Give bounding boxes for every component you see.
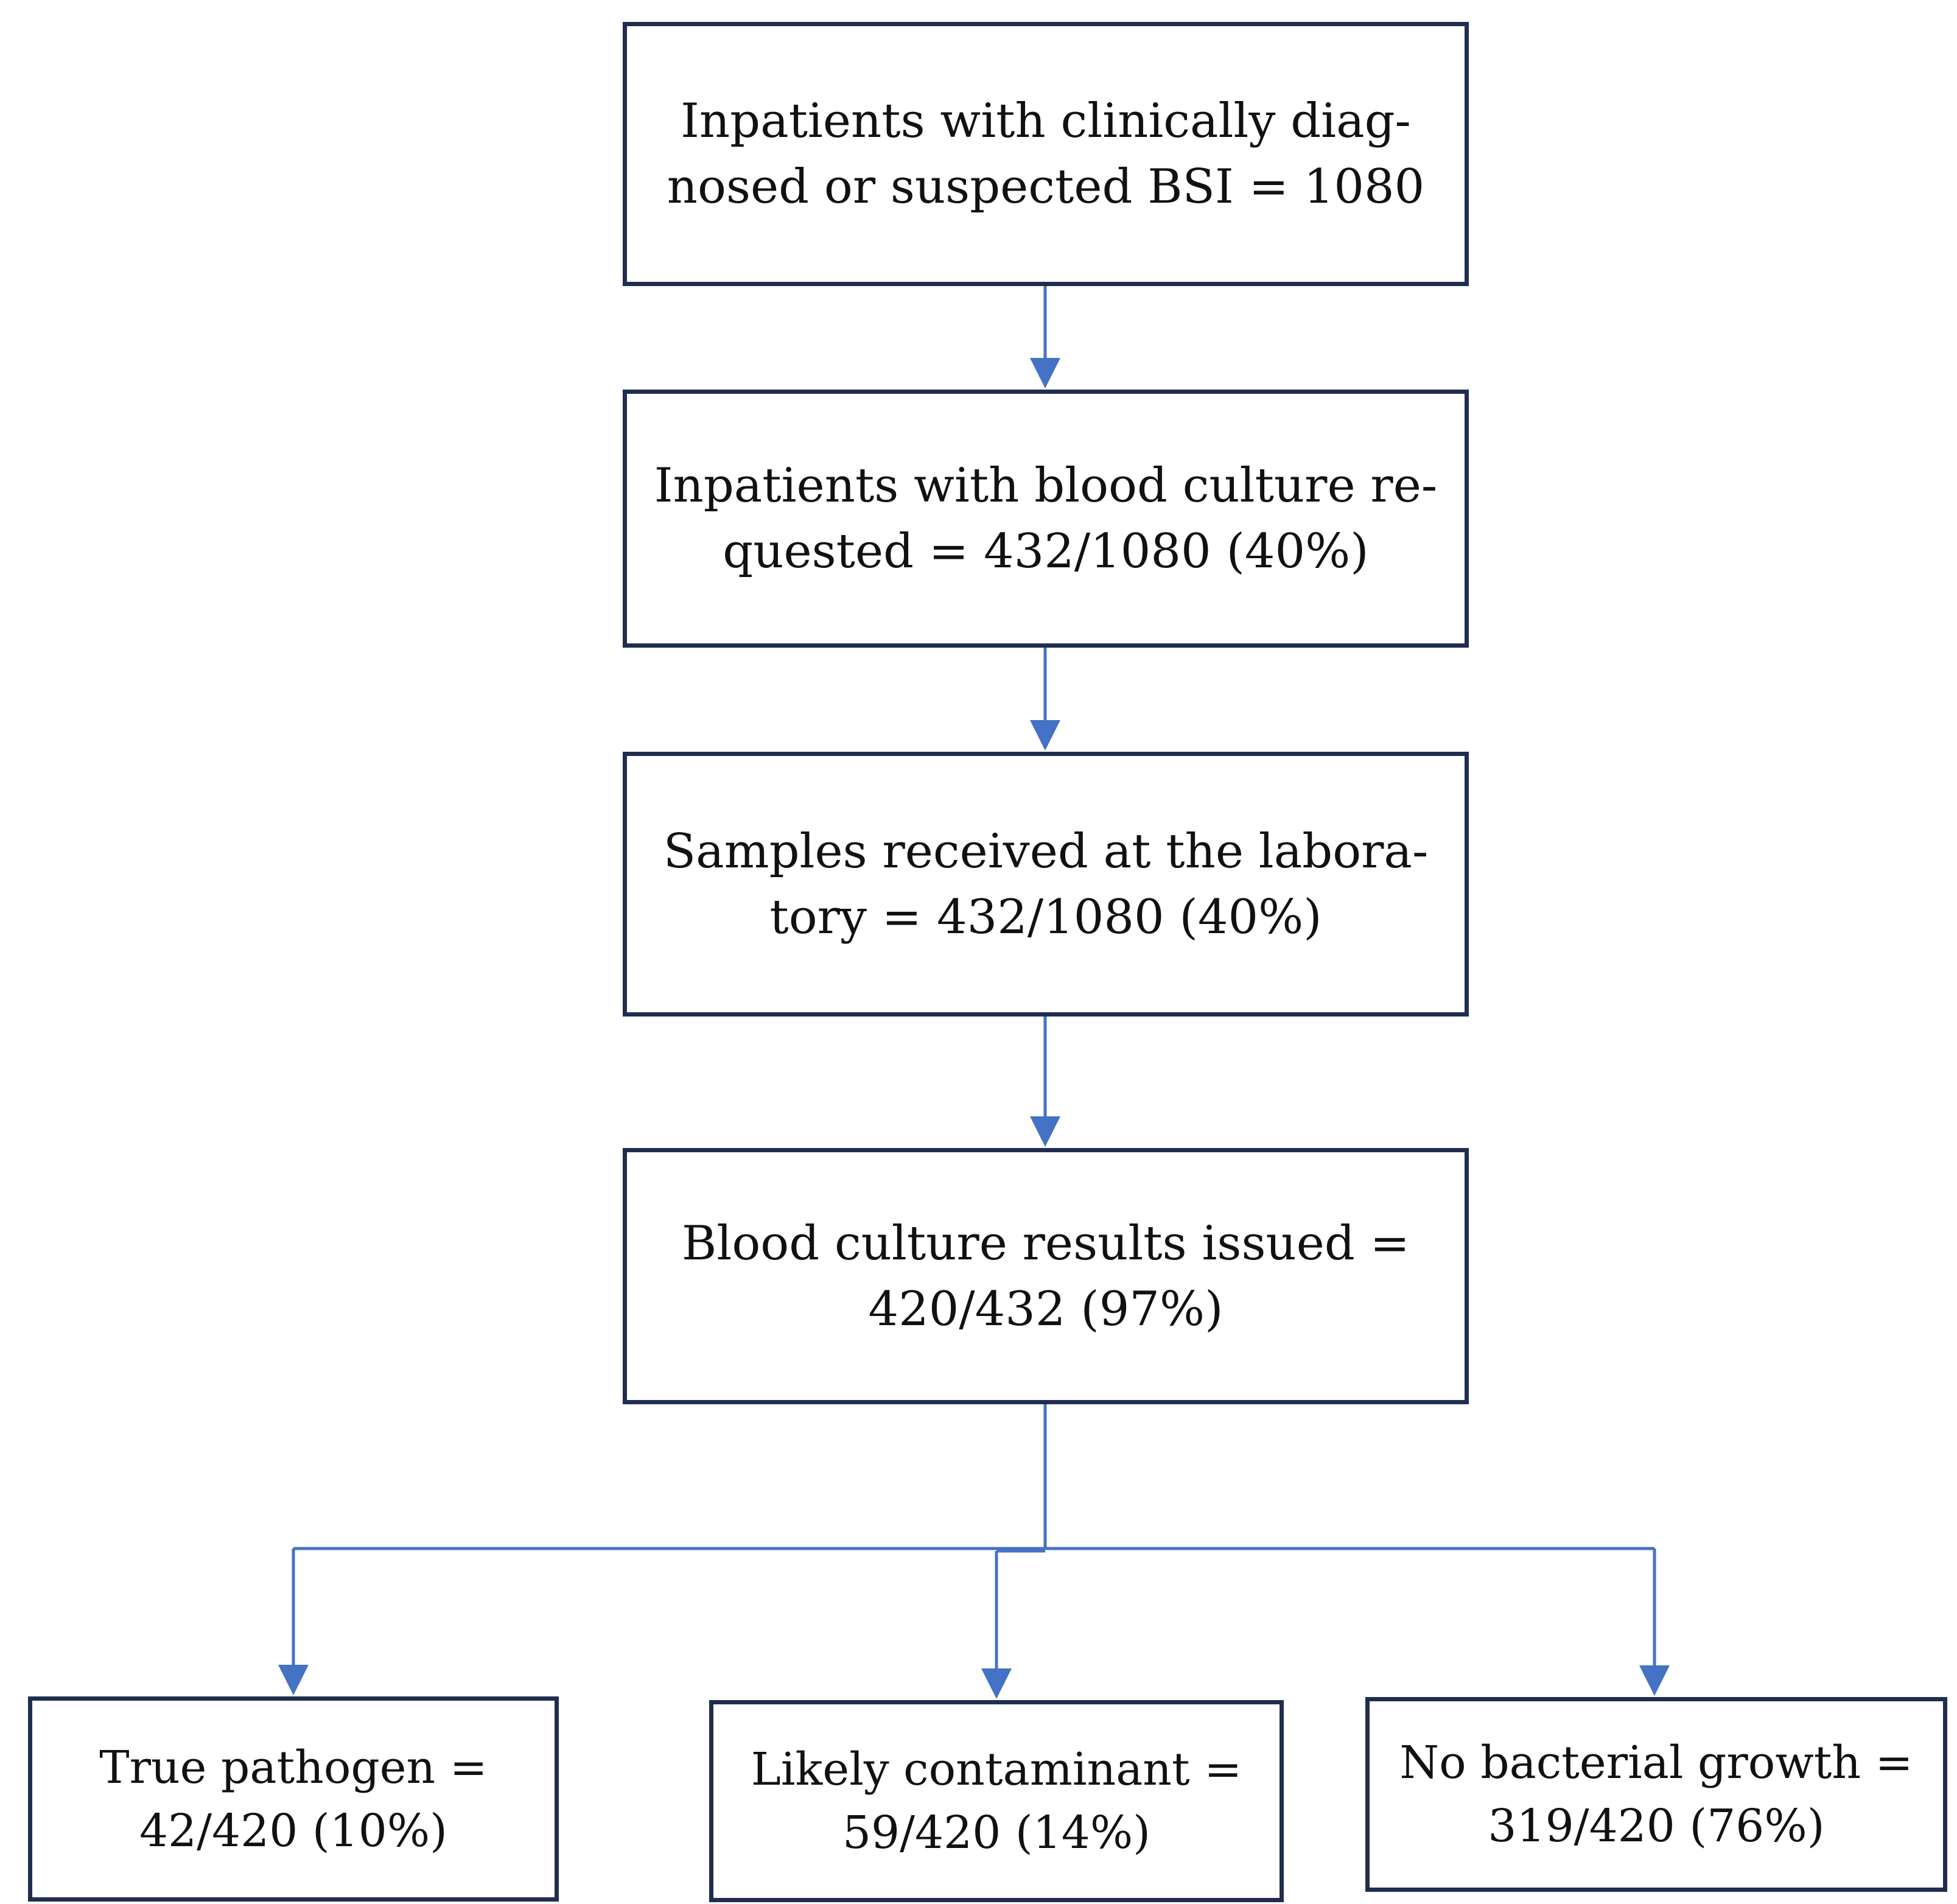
arrowhead-no-growth [1639,1665,1670,1696]
box-true-pathogen-line1: True pathogen = [99,1741,488,1794]
box-samples-received-line1: Samples received at the labora- [663,824,1429,879]
box-true-pathogen: True pathogen = 42/420 (10%) [28,1696,559,1902]
box-results-issued: Blood culture results issued = 420/432 (… [623,1148,1469,1404]
box-inpatients-bsi-line2: nosed or suspected BSI = 1080 [667,159,1425,214]
box-samples-received-line2: tory = 432/1080 (40%) [769,889,1322,945]
box-no-growth-line2: 319/420 (76%) [1488,1800,1825,1852]
box-blood-culture-requested-line2: quested = 432/1080 (40%) [723,524,1369,579]
arrowhead-1 [1030,358,1060,388]
box-results-issued-line2: 420/432 (97%) [868,1281,1224,1337]
box-samples-received: Samples received at the labora- tory = 4… [623,752,1469,1017]
box-inpatients-bsi-line1: Inpatients with clinically diag- [681,94,1411,149]
box-no-growth: No bacterial growth = 319/420 (76%) [1365,1697,1947,1892]
box-results-issued-line1: Blood culture results issued = [682,1216,1410,1271]
box-likely-contaminant-line1: Likely contaminant = [751,1743,1242,1796]
box-blood-culture-requested-line1: Inpatients with blood culture re- [654,458,1438,513]
box-likely-contaminant: Likely contaminant = 59/420 (14%) [709,1700,1284,1902]
arrowhead-likely-contaminant [981,1668,1012,1699]
arrowhead-2 [1030,720,1060,751]
box-true-pathogen-line2: 42/420 (10%) [139,1804,448,1857]
box-no-growth-line1: No bacterial growth = [1399,1737,1913,1789]
box-likely-contaminant-line2: 59/420 (14%) [842,1807,1151,1859]
box-blood-culture-requested: Inpatients with blood culture re- queste… [623,390,1469,648]
arrowhead-true-pathogen [278,1665,309,1695]
box-inpatients-bsi: Inpatients with clinically diag- nosed o… [623,22,1469,286]
arrowhead-3 [1030,1116,1060,1147]
